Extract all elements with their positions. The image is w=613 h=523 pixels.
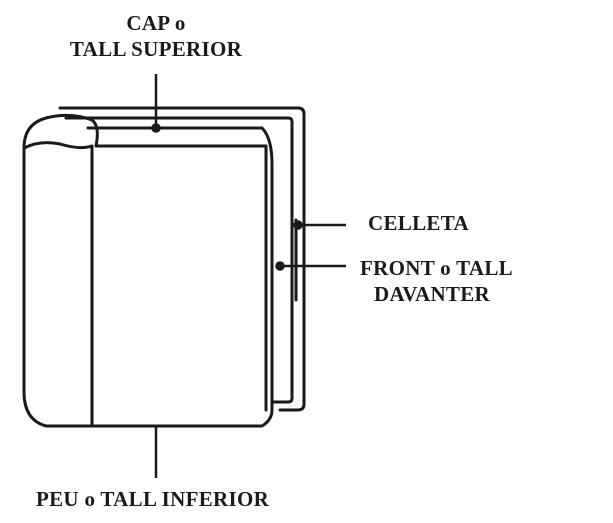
leader-front-dot [275, 261, 285, 271]
front-label: FRONT o TALL DAVANTER [360, 255, 513, 307]
back-cover-outline [58, 106, 306, 412]
spine-top-curve [44, 113, 268, 148]
front-label-line1: FRONT o TALL [360, 256, 513, 280]
celleta-label-text: CELLETA [368, 211, 469, 235]
top-label-line1: CAP o [126, 11, 186, 35]
leader-celleta-dot [293, 220, 303, 230]
leader-top-dot [151, 123, 161, 133]
front-label-line2: DAVANTER [374, 282, 490, 306]
spine-left-curve [22, 141, 94, 150]
bottom-label-text: PEU o TALL INFERIOR [36, 487, 270, 511]
front-cover-outline [22, 116, 274, 428]
bottom-label: PEU o TALL INFERIOR [36, 486, 269, 512]
page-block-outline [64, 116, 294, 404]
top-label-line2: TALL SUPERIOR [69, 37, 243, 61]
top-label: CAP o TALL SUPERIOR [66, 10, 246, 62]
celleta-label: CELLETA [368, 210, 469, 236]
